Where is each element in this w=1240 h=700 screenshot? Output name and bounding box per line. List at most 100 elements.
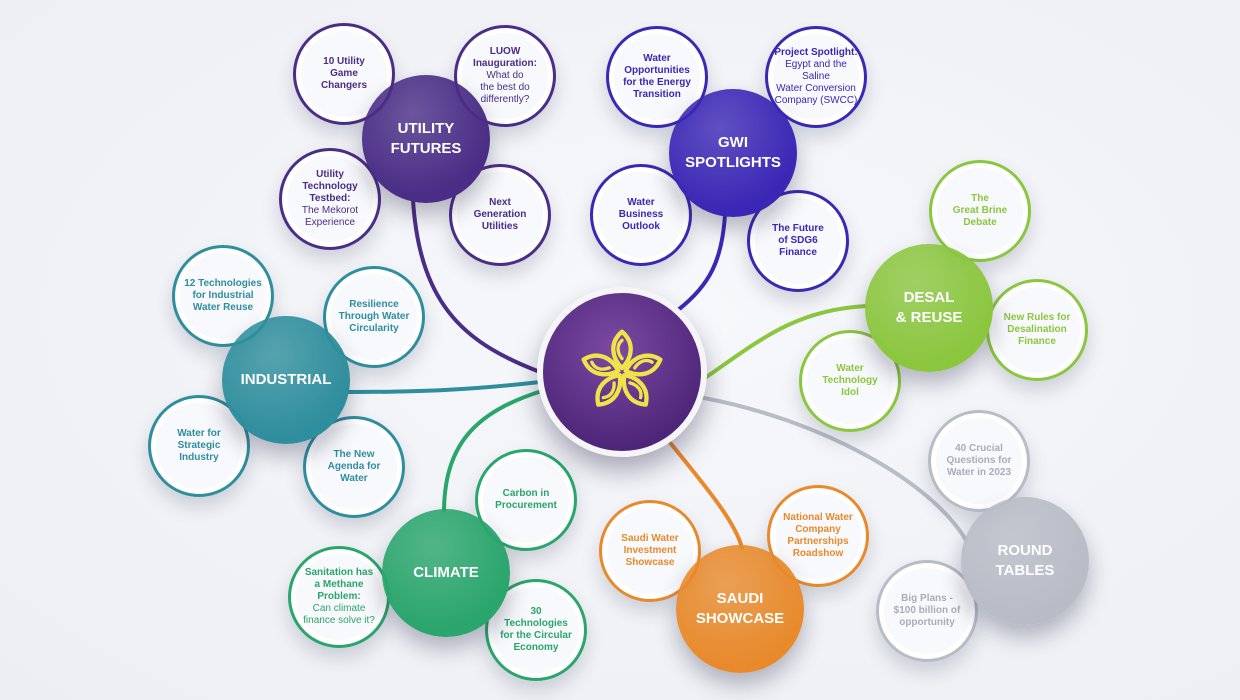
topic-label-line: Company [795,524,841,535]
topic-label-line: Through Water [338,311,410,322]
topic-label-line: Water Conversion [776,83,856,94]
flower-knot-logo-icon [581,329,663,407]
topic-label-line: Technology [822,375,878,386]
connector-gwi [676,213,727,312]
topic-label-line: differently? [480,94,530,105]
topic-label-line: Debate [963,217,997,228]
topic-label-line: the best do [480,82,530,93]
central-hub[interactable] [537,287,707,457]
topic-label-line: Showcase [625,557,675,568]
topic-label-line: Water in 2023 [946,467,1012,478]
topic-label-line: Sanitation has [304,567,374,578]
topic-label-line: Procurement [495,500,557,511]
category-label-line: CLIMATE [413,564,479,581]
topic-label-line: Changers [320,80,368,91]
category-gwi[interactable]: GWI SPOTLIGHTS [669,89,797,217]
topic-label-line: Desalination [1007,324,1067,335]
connector-climate [442,388,547,512]
topic-label-line: for Industrial [192,290,254,301]
category-saudi[interactable]: SAUDI SHOWCASE [676,545,804,673]
category-label-line: SPOTLIGHTS [685,154,781,171]
category-label-line: ROUND [997,542,1053,559]
topic-label-line: 10 Utility [323,56,365,67]
topic-label-line: Generation [473,209,527,220]
category-label-line: FUTURES [390,140,462,157]
topic-label-line: Utilities [481,221,519,232]
topic-label-line: What do [486,70,524,81]
connector-industrial [346,380,542,394]
topic-label-line: 40 Crucial [955,443,1003,454]
topic-label-line: Roadshow [792,548,844,559]
topic-label-line: Circularity [349,323,399,334]
topic-label-line: National Water [783,512,853,523]
category-label-line: SHOWCASE [695,610,785,627]
topic-label-line: 12 Technologies [184,278,262,289]
connector-saudi [666,438,744,550]
topic-label-line: Problem: [317,591,361,602]
topic-label-line: Idol [841,387,859,398]
category-industrial[interactable]: INDUSTRIAL [222,316,350,444]
category-label: DESAL & REUSE [896,288,963,328]
topic-label-line: for the Energy [623,77,691,88]
topic-label-line: Egypt and the Saline [785,59,847,82]
topic-label-line: for the Circular [500,630,572,641]
topic-label-line: Can climate [312,603,366,614]
topic-label-line: Finance [1018,336,1056,347]
category-label-line: DESAL [903,289,955,306]
category-label: INDUSTRIAL [241,370,332,390]
topic-label-line: Water [643,53,671,64]
topic-label-line: Investment [623,545,677,556]
category-desal[interactable]: DESAL & REUSE [865,244,993,372]
topic-label-line: Outlook [622,221,660,232]
connector-utility [411,198,542,374]
topic-label-line: 30 [530,606,542,617]
category-label: CLIMATE [413,563,479,583]
topic-label-line: Resilience [349,299,399,310]
topic-label-line: Water for [177,428,221,439]
topic-label-line: Questions for [946,455,1012,466]
category-climate[interactable]: CLIMATE [382,509,510,637]
topic-label-line: Carbon in [502,488,550,499]
connector-desal [703,304,868,380]
topic-label-line: Utility Technology [302,169,358,192]
topic-label-line: Business [618,209,664,220]
topic-label-line: Inauguration: [473,58,537,69]
category-label-line: GWI [718,134,748,151]
topic-label-line: Opportunities [624,65,690,76]
category-label: GWI SPOTLIGHTS [685,133,781,173]
topic-label-line: The Mekorot [301,205,359,216]
topic-label-line: The [971,193,989,204]
topic-label-line: finance solve it? [303,615,375,626]
topic-label-line: Company (SWCC) [774,95,858,106]
category-label-line: SAUDI [716,590,764,607]
topic-label-line: Economy [513,642,559,653]
topic-label-line: Project Spotlight: [774,47,858,58]
category-label-line: & REUSE [895,309,963,326]
